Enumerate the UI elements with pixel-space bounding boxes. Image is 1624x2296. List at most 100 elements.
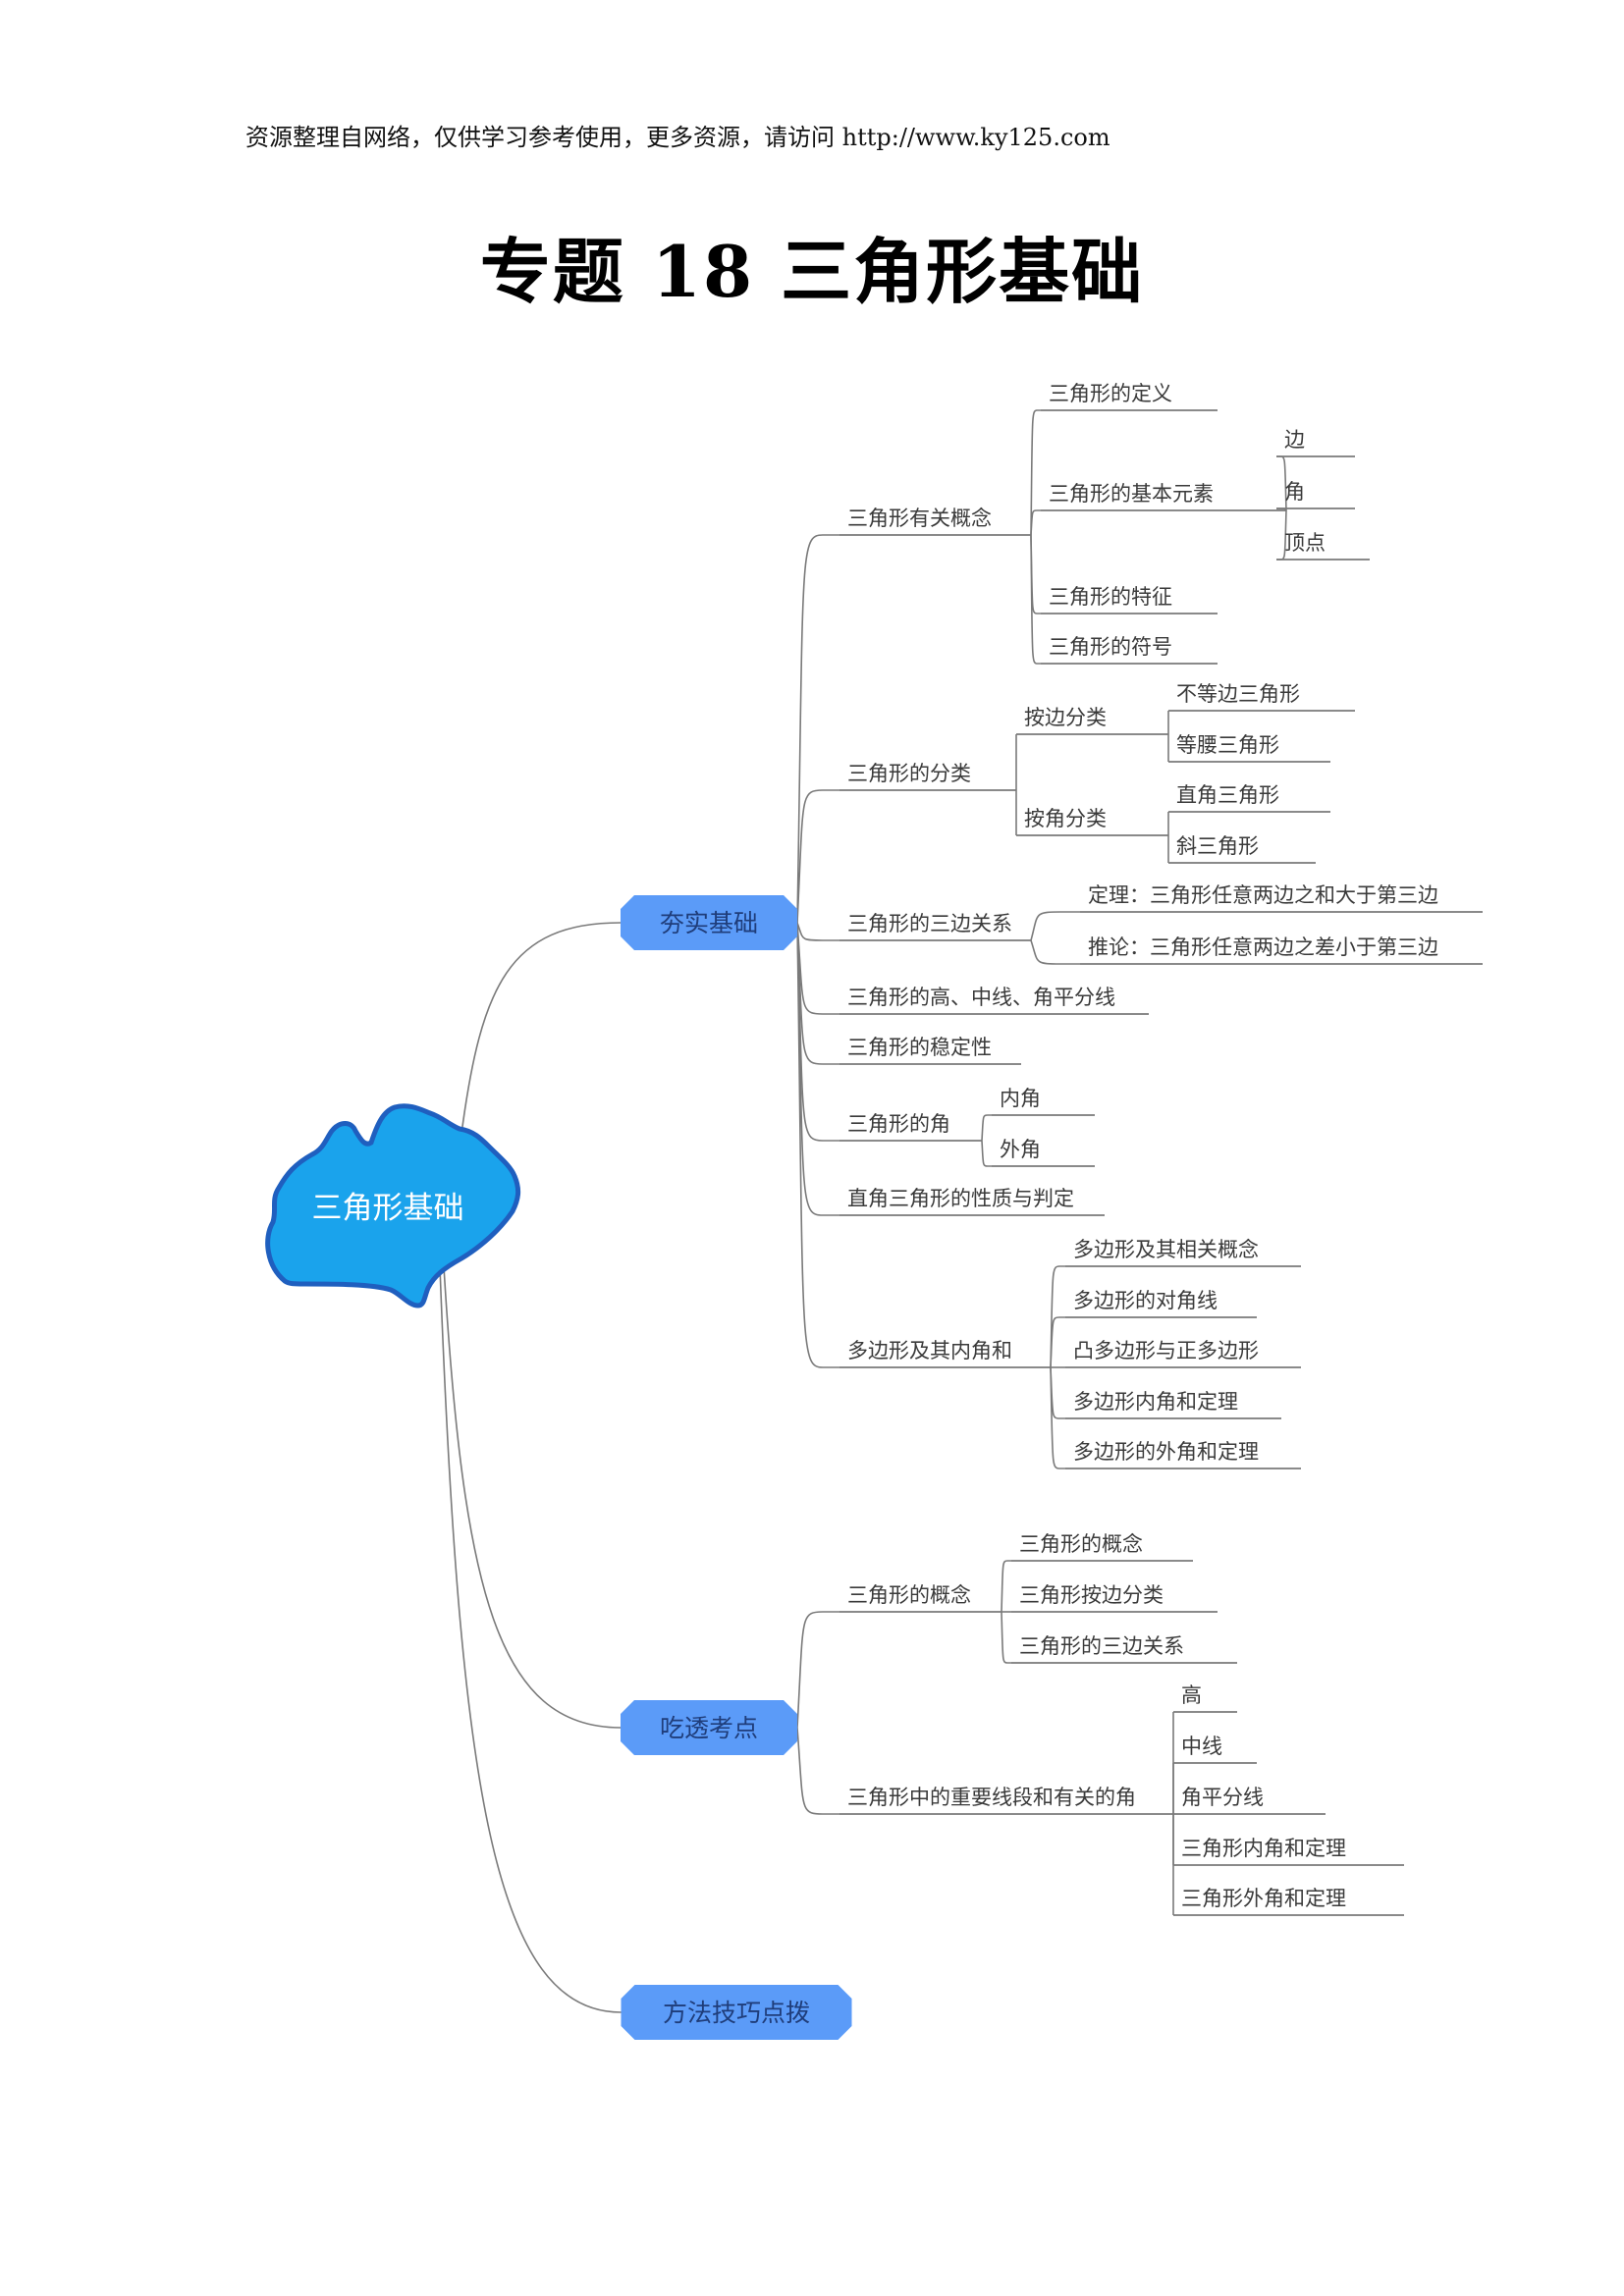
branch-0-child-1-sub-1-leaf-0[interactable]: 直角三角形: [1168, 783, 1330, 813]
branch-0-child-6[interactable]: 直角三角形的性质与判定: [839, 1187, 1105, 1216]
branch-0-child-0-sub-3-connector: [1030, 534, 1041, 665]
branch-1-child-0-sub-1[interactable]: 三角形按边分类: [1011, 1583, 1218, 1613]
branch-0-child-7-connector: [796, 922, 839, 1368]
branch-1-child-1-sub-3[interactable]: 三角形内角和定理: [1173, 1837, 1404, 1866]
branch-1-child-1[interactable]: 三角形中的重要线段和有关的角: [839, 1786, 1173, 1815]
branch-1-child-0-label: 三角形的概念: [847, 1583, 971, 1607]
branch-0-child-5-sub-1-label: 外角: [1000, 1138, 1041, 1161]
branch-0-child-0-sub-1[interactable]: 三角形的基本元素: [1041, 482, 1286, 511]
branch-1-child-1-sub-0-label: 高: [1181, 1683, 1202, 1707]
branch-0-child-0-sub-1-leaf-2[interactable]: 顶点: [1276, 531, 1370, 561]
branch-0-child-0-label: 三角形有关概念: [847, 507, 992, 530]
branch-chitou-kaodian[interactable]: 吃透考点: [621, 1700, 797, 1755]
branch-0-child-2-sub-0-label: 定理：三角形任意两边之和大于第三边: [1088, 883, 1438, 907]
branch-1-child-0-sub-2[interactable]: 三角形的三边关系: [1011, 1634, 1237, 1664]
branch-0-child-1-sub-1[interactable]: 按角分类: [1016, 807, 1168, 836]
branch-1-child-0[interactable]: 三角形的概念: [839, 1583, 1001, 1613]
branch-hangshi-jichu[interactable]: 夯实基础: [621, 895, 797, 950]
branch-0-child-0-sub-1-leaf-1-label: 角: [1284, 480, 1305, 504]
branch-0-child-0-sub-1-connector: [1030, 509, 1041, 536]
branch-0-child-7-sub-0[interactable]: 多边形及其相关概念: [1065, 1238, 1301, 1267]
branch-0-child-7-sub-1[interactable]: 多边形的对角线: [1065, 1289, 1257, 1318]
branch-0-child-2[interactable]: 三角形的三边关系: [839, 912, 1031, 941]
branch-0-child-0-sub-3-label: 三角形的符号: [1049, 635, 1172, 659]
branch-0-child-1-connector: [796, 789, 839, 924]
branch-0-child-1-sub-1-label: 按角分类: [1024, 807, 1107, 830]
branch-1-child-0-connector: [796, 1611, 839, 1729]
branch-1-child-0-sub-0[interactable]: 三角形的概念: [1011, 1532, 1193, 1562]
branch-hangshi-jichu-shape: [621, 895, 797, 950]
branch-0-child-7-sub-4-connector: [1050, 1366, 1065, 1469]
branch-0-child-4-connector: [796, 922, 839, 1065]
branch-0-child-2-connector: [796, 922, 839, 941]
branch-0-child-5-sub-0[interactable]: 内角: [992, 1087, 1095, 1116]
branch-0-child-0-sub-1-leaf-1[interactable]: 角: [1276, 480, 1355, 509]
branch-0-child-0-sub-2[interactable]: 三角形的特征: [1041, 585, 1218, 614]
branch-0-child-1[interactable]: 三角形的分类: [839, 762, 1016, 791]
branch-1-child-0-sub-1-label: 三角形按边分类: [1019, 1583, 1164, 1607]
branch-1-child-0-sub-0-connector: [1001, 1560, 1011, 1613]
branch-0-child-1-sub-0-leaf-0[interactable]: 不等边三角形: [1168, 682, 1355, 712]
branch-fangfa-jiqiao[interactable]: 方法技巧点拨: [621, 1985, 852, 2040]
branch-0-child-0-sub-3[interactable]: 三角形的符号: [1041, 635, 1218, 665]
branch-0-child-7-sub-2[interactable]: 凸多边形与正多边形: [1065, 1339, 1301, 1368]
branch-0-child-0-sub-1-leaf-2-label: 顶点: [1284, 531, 1326, 555]
branch-0-child-0-sub-1-leaf-0[interactable]: 边: [1276, 428, 1355, 457]
branch-0-child-1-sub-1-leaf-1-label: 斜三角形: [1176, 834, 1259, 858]
branch-0-child-1-sub-0-leaf-0-label: 不等边三角形: [1176, 682, 1300, 706]
branch-1-child-1-sub-2[interactable]: 角平分线: [1173, 1786, 1326, 1815]
branch-0-child-0-sub-0[interactable]: 三角形的定义: [1041, 382, 1218, 411]
branch-0-child-3[interactable]: 三角形的高、中线、角平分线: [839, 986, 1149, 1015]
branch-0-child-0-sub-0-connector: [1030, 409, 1041, 536]
branch-1-child-0-sub-2-connector: [1001, 1611, 1011, 1664]
branch-0-child-3-connector: [796, 922, 839, 1015]
branch-0-child-0[interactable]: 三角形有关概念: [839, 507, 1031, 536]
branch-1-child-1-label: 三角形中的重要线段和有关的角: [847, 1786, 1136, 1809]
branch-0-child-7-sub-1-connector: [1050, 1316, 1065, 1368]
branch-1-child-1-sub-0[interactable]: 高: [1173, 1683, 1237, 1713]
branch-1-child-0-sub-2-label: 三角形的三边关系: [1019, 1634, 1184, 1658]
branch-0-child-4[interactable]: 三角形的稳定性: [839, 1036, 1021, 1065]
branch-0-child-1-sub-0-label: 按边分类: [1024, 706, 1107, 729]
branch-1-child-1-connector: [796, 1727, 839, 1815]
branch-0-child-2-label: 三角形的三边关系: [847, 912, 1012, 935]
root-leaf-shape: [265, 1103, 521, 1308]
branch-1-child-1-sub-4[interactable]: 三角形外角和定理: [1173, 1887, 1404, 1916]
root-to-branch-2-connector: [439, 1265, 622, 2013]
branch-0-child-0-connector: [796, 534, 839, 924]
branch-0-child-7-sub-0-label: 多边形及其相关概念: [1073, 1238, 1259, 1261]
root-node-label: 三角形基础: [312, 1191, 464, 1226]
branch-0-child-5-sub-0-label: 内角: [1000, 1087, 1041, 1110]
branch-0-child-7-sub-3-connector: [1050, 1366, 1065, 1419]
branch-0-child-1-sub-0-leaf-1[interactable]: 等腰三角形: [1168, 733, 1330, 763]
branch-0-child-0-sub-2-label: 三角形的特征: [1049, 585, 1172, 609]
branch-0-child-5-sub-1[interactable]: 外角: [992, 1138, 1095, 1167]
branch-1-child-1-sub-1-label: 中线: [1181, 1735, 1222, 1758]
branch-0-child-1-sub-1-leaf-1[interactable]: 斜三角形: [1168, 834, 1316, 864]
branch-0-child-5-sub-0-connector: [981, 1114, 992, 1142]
branch-1-child-1-sub-4-label: 三角形外角和定理: [1181, 1887, 1346, 1910]
branch-0-child-7-sub-4[interactable]: 多边形的外角和定理: [1065, 1440, 1301, 1469]
root-node[interactable]: 三角形基础: [265, 1103, 521, 1308]
branch-0-child-5-sub-1-connector: [981, 1140, 992, 1167]
branch-fangfa-jiqiao-label: 方法技巧点拨: [663, 1999, 810, 2027]
branch-0-child-2-sub-1[interactable]: 推论：三角形任意两边之差小于第三边: [1080, 935, 1483, 965]
branch-0-child-5-label: 三角形的角: [847, 1112, 950, 1136]
branch-0-child-1-label: 三角形的分类: [847, 762, 971, 785]
root-to-branch-1-connector: [443, 1265, 622, 1729]
branch-0-child-5[interactable]: 三角形的角: [839, 1112, 982, 1142]
branch-0-child-7-sub-1-label: 多边形的对角线: [1073, 1289, 1218, 1312]
branch-0-child-7-sub-3[interactable]: 多边形内角和定理: [1065, 1390, 1281, 1419]
branch-0-child-0-sub-1-leaf-0-label: 边: [1284, 428, 1305, 452]
branch-0-child-0-sub-0-label: 三角形的定义: [1049, 382, 1172, 405]
branch-1-child-1-sub-1[interactable]: 中线: [1173, 1735, 1257, 1764]
branch-0-child-4-label: 三角形的稳定性: [847, 1036, 992, 1059]
root-to-branch-0-connector: [460, 922, 622, 1135]
branch-0-child-1-sub-0[interactable]: 按边分类: [1016, 706, 1168, 735]
branch-0-child-7[interactable]: 多边形及其内角和: [839, 1339, 1051, 1368]
branch-1-child-1-sub-2-label: 角平分线: [1181, 1786, 1264, 1809]
branch-chitou-kaodian-shape: [621, 1700, 797, 1755]
branch-0-child-2-sub-0[interactable]: 定理：三角形任意两边之和大于第三边: [1080, 883, 1483, 913]
branch-fangfa-jiqiao-shape: [621, 1985, 852, 2040]
